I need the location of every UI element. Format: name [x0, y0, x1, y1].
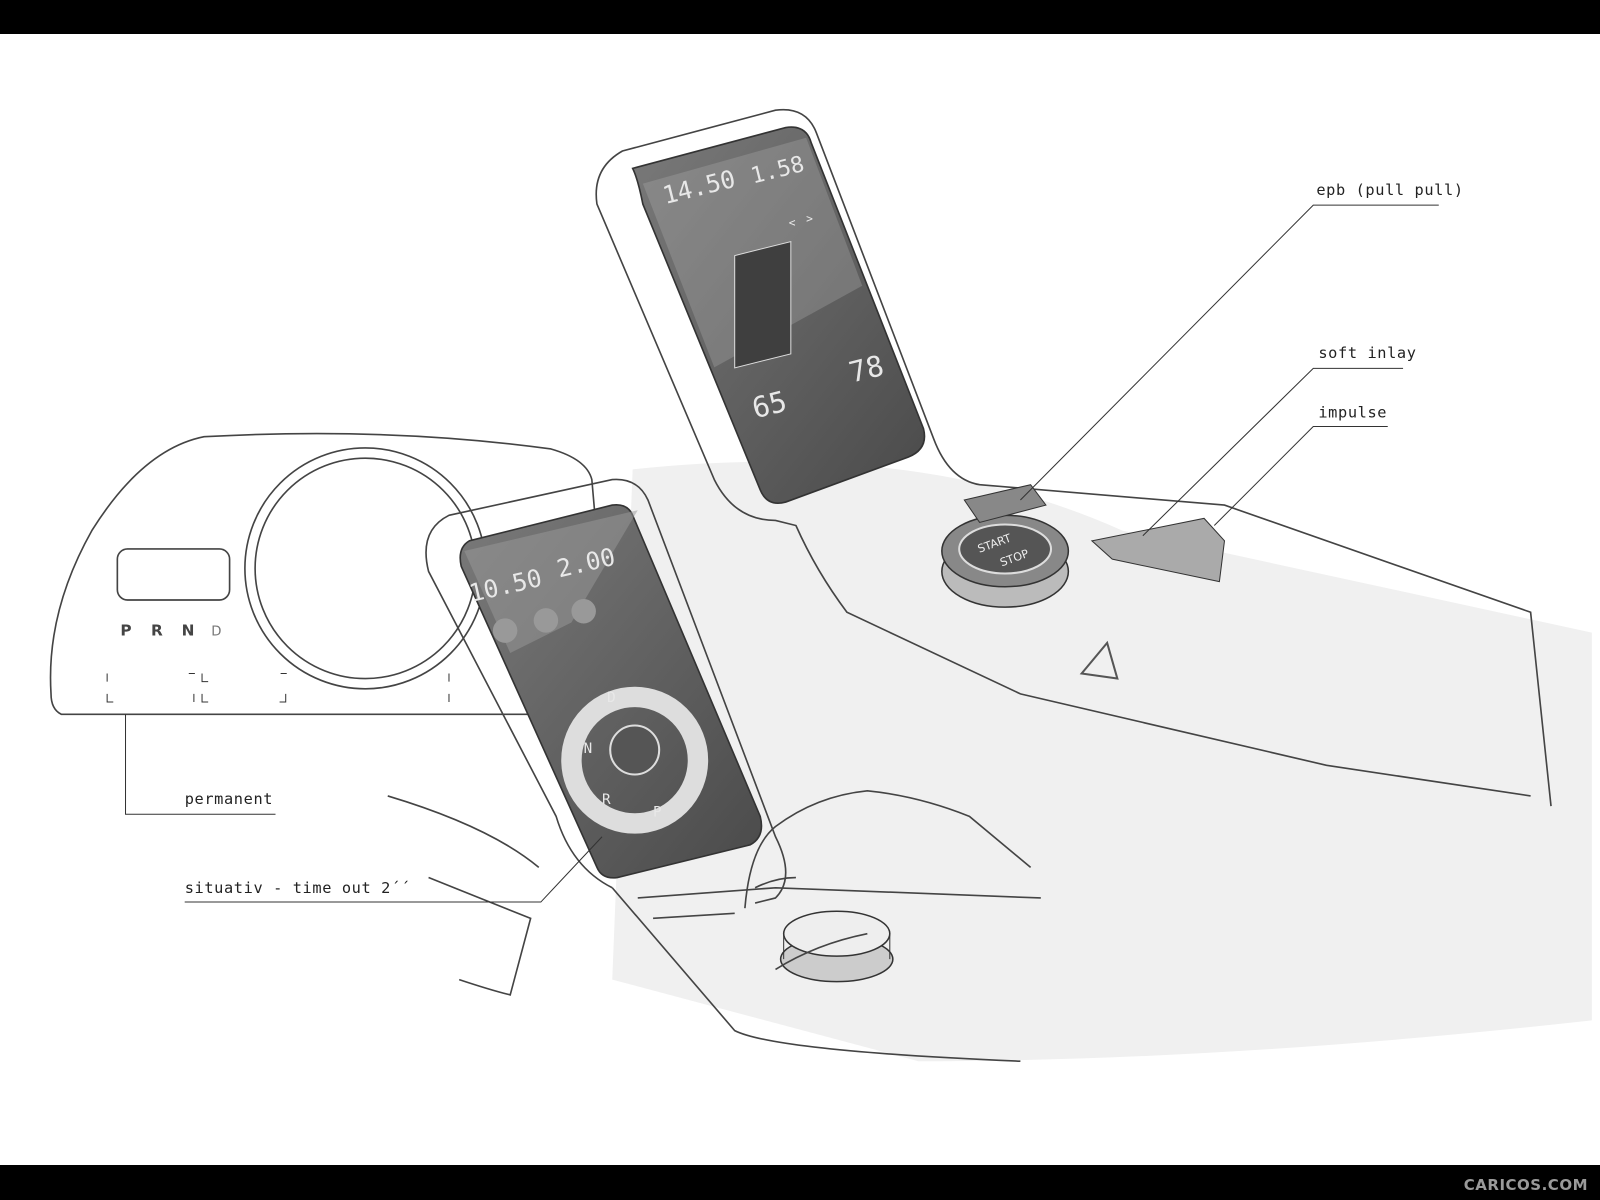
left-temperature: 65 — [749, 384, 791, 425]
lower-gear-r[interactable]: R — [602, 792, 611, 808]
label-epb: epb (pull pull) — [1316, 181, 1463, 199]
nav-next-button[interactable]: > — [806, 212, 813, 225]
background-shading — [612, 461, 1592, 1062]
start-stop-button[interactable]: START STOP — [941, 514, 1070, 608]
cluster-display — [116, 548, 231, 601]
top-letterbox-bar — [0, 0, 1600, 34]
bottom-letterbox-bar: CARICOS.COM — [0, 1165, 1600, 1200]
label-impulse: impulse — [1318, 403, 1387, 421]
gear-r: R — [151, 622, 163, 640]
gear-n: N — [182, 622, 195, 640]
lower-mode-button[interactable] — [533, 608, 559, 633]
hand-sketch — [744, 789, 1032, 971]
label-permanent: permanent — [185, 790, 273, 808]
hazard-button-icon[interactable] — [1079, 640, 1119, 680]
label-situativ: situativ - time out 2´´ — [185, 879, 411, 897]
lower-gear-p[interactable]: P — [653, 804, 662, 820]
right-temperature: 78 — [846, 348, 888, 389]
annotation-situativ: situativ - time out 2´´ — [184, 836, 603, 903]
gear-selector-dial[interactable] — [561, 686, 709, 834]
lower-console: 10.50 2.00 D N R P — [425, 478, 1041, 1063]
lower-gear-d[interactable]: D — [607, 690, 616, 706]
lower-gear-n[interactable]: N — [584, 741, 593, 757]
annotation-permanent: permanent — [125, 714, 276, 815]
nav-prev-button[interactable]: < — [789, 217, 796, 230]
lower-mode-button[interactable] — [571, 598, 596, 624]
gear-p: P — [120, 622, 131, 640]
soft-inlay-pad — [1090, 517, 1226, 583]
gear-d: D — [211, 625, 221, 640]
lower-mode-button[interactable] — [492, 618, 518, 643]
label-soft-inlay: soft inlay — [1318, 344, 1416, 362]
epb-switch[interactable] — [963, 484, 1047, 524]
upper-console: 14.50 1.58 < > 65 78 — [595, 108, 1552, 807]
annotation-soft-inlay: soft inlay — [1142, 344, 1416, 537]
watermark: CARICOS.COM — [1463, 1176, 1588, 1194]
annotation-impulse: impulse — [1213, 403, 1388, 526]
annotation-epb: epb (pull pull) — [1020, 181, 1463, 501]
rotary-knob[interactable] — [779, 910, 894, 983]
